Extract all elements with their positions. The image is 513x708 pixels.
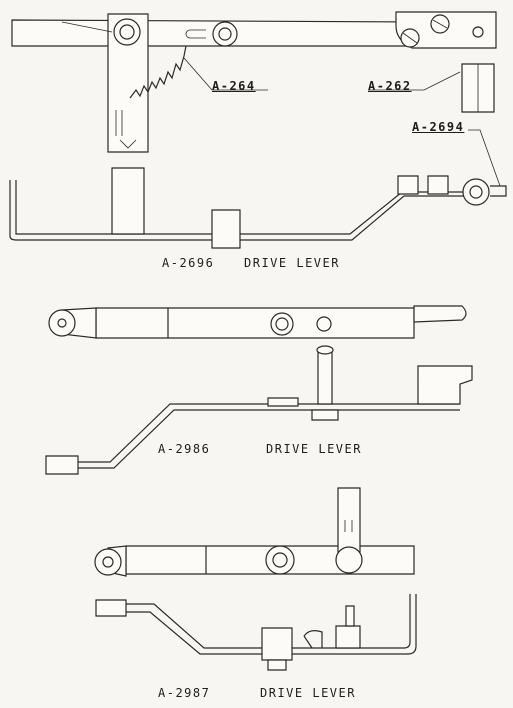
bent-lever-body-inner	[15, 180, 466, 235]
leader-pivot	[61, 21, 113, 33]
bent-lever-body-inner	[48, 409, 460, 469]
bracket-hole	[472, 26, 484, 38]
hook-bracket	[417, 365, 473, 405]
small-post	[345, 605, 355, 627]
figure-a-2987-side-view	[95, 594, 417, 671]
curved-lug	[303, 630, 323, 649]
figure-3-part-number: A-2987	[158, 686, 211, 700]
callout-label-1: A-264	[212, 79, 256, 93]
figure-a-2987-top-view	[94, 487, 415, 577]
end-tab	[413, 305, 467, 323]
lever-plate	[95, 307, 415, 339]
post-cap	[316, 345, 334, 355]
figure-a-2986-side-view	[45, 345, 473, 475]
end-tip	[490, 185, 507, 197]
figure-a-2696-side-view	[9, 167, 507, 249]
figure-a-2986-top-view	[48, 305, 467, 339]
stud	[272, 552, 288, 568]
callout-label-2: A-262	[368, 79, 412, 93]
end-roller-hub	[469, 185, 483, 199]
vertical-link-plate	[107, 13, 149, 153]
callout-label-3: A-2694	[412, 120, 465, 134]
pivot-stud	[119, 24, 135, 40]
coil-spring	[129, 45, 187, 99]
upright-pin	[337, 487, 361, 553]
end-clip	[45, 455, 79, 475]
upright-tab	[111, 167, 145, 235]
figure-1-name: DRIVE LEVER	[244, 256, 340, 270]
bent-lever-body-inner	[98, 594, 417, 655]
end-screw-2	[427, 175, 449, 195]
stud	[275, 317, 289, 331]
pin-marks	[344, 520, 353, 532]
figure-2-part-number: A-2986	[158, 442, 211, 456]
figure-1-part-number: A-2696	[162, 256, 215, 270]
leader-a-2694	[468, 129, 501, 187]
center-block-base	[267, 659, 287, 671]
end-clip	[95, 599, 127, 617]
screw-slots	[402, 19, 448, 44]
pin-ball	[335, 546, 363, 574]
post-base	[311, 409, 339, 421]
bent-lever-body	[98, 594, 411, 649]
link-slots	[115, 110, 137, 149]
eye-hole	[102, 556, 114, 568]
figure-a-2696-top-view	[11, 11, 501, 187]
eye-hole	[57, 318, 67, 328]
center-post	[211, 209, 241, 249]
small-bracket	[335, 625, 361, 649]
end-screw-1	[397, 175, 419, 195]
figure-3-name: DRIVE LEVER	[260, 686, 356, 700]
vertical-post	[317, 349, 333, 405]
figure-2-name: DRIVE LEVER	[266, 442, 362, 456]
center-block	[261, 627, 293, 661]
bent-lever-body	[48, 403, 460, 463]
collar	[267, 397, 299, 407]
slot	[185, 29, 206, 39]
leader-a-262	[368, 71, 461, 91]
stud	[218, 27, 232, 41]
small-hole	[316, 316, 332, 332]
leader-a-264	[183, 57, 268, 91]
